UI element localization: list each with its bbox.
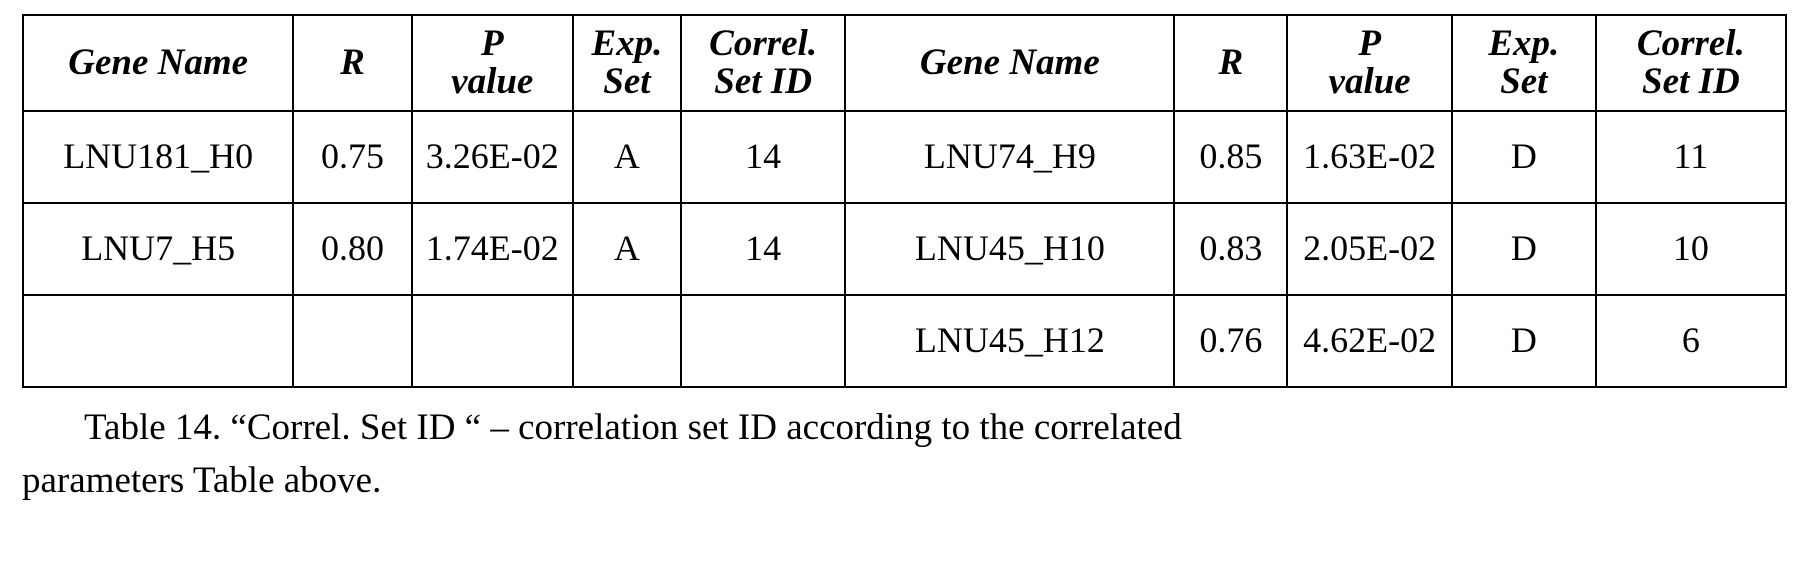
table-header-row: Gene Name R P value Exp. Set Correl. Set… [21,14,1788,112]
table-row: LNU7_H5 0.80 1.74E-02 A 14 LNU45_H10 0.8… [21,202,1788,296]
cell-correl-set-id-right: 11 [1594,110,1788,204]
cell-correl-set-id-right: 10 [1594,202,1788,296]
column-header-r-right: R [1173,14,1289,112]
column-header-correl-set-id-left-line2: Set ID [714,61,812,102]
column-header-p-value-left-line2: value [451,61,534,102]
column-header-exp-set-left-line2: Set [603,61,651,102]
cell-correl-set-id-left: 14 [679,202,847,296]
cell-exp-set-right: D [1450,202,1597,296]
cell-p-value-right: 2.05E-02 [1286,202,1453,296]
cell-r-right: 0.83 [1173,202,1289,296]
cell-p-value-left [410,294,574,388]
caption-line-1: Table 14. “Correl. Set ID “ – correlatio… [22,402,1787,455]
cell-gene-name-left: LNU181_H0 [21,110,295,204]
cell-p-value-left: 3.26E-02 [410,110,574,204]
gene-correlation-table: Gene Name R P value Exp. Set Correl. Set… [21,14,1788,388]
column-header-p-value-right-line2: value [1328,61,1411,102]
cell-gene-name-right: LNU45_H12 [844,294,1176,388]
cell-exp-set-left [571,294,682,388]
column-header-p-value-left-line1: P [480,22,504,64]
cell-p-value-right: 1.63E-02 [1286,110,1453,204]
cell-r-left [292,294,413,388]
column-header-p-value-left: P value [410,14,574,112]
column-header-gene-name-right: Gene Name [844,14,1176,112]
cell-correl-set-id-left [679,294,847,388]
cell-gene-name-right: LNU45_H10 [844,202,1176,296]
cell-p-value-left: 1.74E-02 [410,202,574,296]
column-header-exp-set-right-line2: Set [1500,61,1548,102]
cell-r-right: 0.76 [1173,294,1289,388]
table-row: LNU45_H12 0.76 4.62E-02 D 6 [21,294,1788,388]
table-row: LNU181_H0 0.75 3.26E-02 A 14 LNU74_H9 0.… [21,110,1788,204]
column-header-correl-set-id-right-line1: Correl. [1636,22,1745,64]
column-header-exp-set-right: Exp. Set [1450,14,1597,112]
cell-gene-name-left: LNU7_H5 [21,202,295,296]
caption-line-1-text: Table 14. “Correl. Set ID “ – correlatio… [84,407,1182,448]
table-caption: Table 14. “Correl. Set ID “ – correlatio… [22,402,1787,507]
cell-r-left: 0.75 [292,110,413,204]
column-header-exp-set-right-line1: Exp. [1488,22,1560,64]
column-header-p-value-right-line1: P [1358,22,1381,64]
cell-exp-set-right: D [1450,110,1597,204]
cell-p-value-right: 4.62E-02 [1286,294,1453,388]
column-header-correl-set-id-right-line2: Set ID [1642,61,1740,102]
caption-line-2-text: parameters Table above. [22,459,382,501]
cell-gene-name-right: LNU74_H9 [844,110,1176,204]
caption-line-2: parameters Table above. [22,455,1787,508]
cell-r-right: 0.85 [1173,110,1289,204]
column-header-p-value-right: P value [1286,14,1453,112]
column-header-r-left: R [292,14,413,112]
column-header-correl-set-id-left: Correl. Set ID [679,14,847,112]
cell-exp-set-left: A [571,110,682,204]
cell-gene-name-left [21,294,295,388]
column-header-gene-name-left: Gene Name [21,14,295,112]
cell-exp-set-right: D [1450,294,1597,388]
cell-correl-set-id-left: 14 [679,110,847,204]
column-header-exp-set-left: Exp. Set [571,14,682,112]
cell-correl-set-id-right: 6 [1594,294,1788,388]
column-header-correl-set-id-left-line1: Correl. [709,22,818,64]
cell-r-left: 0.80 [292,202,413,296]
column-header-correl-set-id-right: Correl. Set ID [1594,14,1788,112]
column-header-exp-set-left-line1: Exp. [591,22,663,64]
cell-exp-set-left: A [571,202,682,296]
